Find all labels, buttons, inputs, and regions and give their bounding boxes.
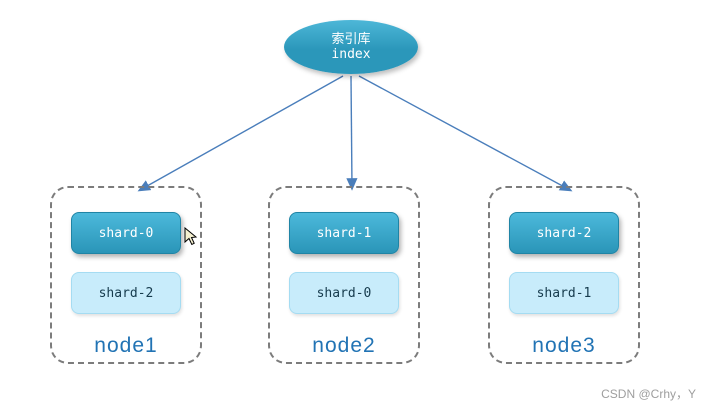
index-label-cn: 索引库: [331, 30, 371, 46]
index-label-en: index: [331, 47, 371, 62]
shard-label: shard-2: [98, 285, 154, 301]
node2-container: shard-1 shard-0 node2: [268, 186, 420, 364]
shard-label: shard-2: [536, 225, 592, 241]
arrow-to-node1: [137, 75, 344, 192]
node2-label: node2: [312, 334, 376, 357]
arrow-to-node2: [346, 75, 358, 191]
shard-box: shard-0: [71, 212, 181, 254]
cursor-icon: [184, 227, 198, 246]
node3-label: node3: [532, 334, 596, 357]
shard-box: shard-1: [509, 272, 619, 314]
shard-box: shard-1: [289, 212, 399, 254]
shard-label: shard-0: [98, 225, 154, 241]
shard-box: shard-2: [509, 212, 619, 254]
shard-label: shard-0: [316, 285, 372, 301]
shard-label: shard-1: [316, 225, 372, 241]
node1-container: shard-0 shard-2 node1: [50, 186, 202, 364]
index-node: 索引库 index: [284, 20, 418, 74]
node1-label: node1: [94, 334, 158, 357]
shard-label: shard-1: [536, 285, 592, 301]
shard-box: shard-2: [71, 272, 181, 314]
arrow-to-node3: [358, 75, 573, 192]
shard-box: shard-0: [289, 272, 399, 314]
watermark: CSDN @Crhy，Y: [601, 387, 696, 401]
node3-container: shard-2 shard-1 node3: [488, 186, 640, 364]
